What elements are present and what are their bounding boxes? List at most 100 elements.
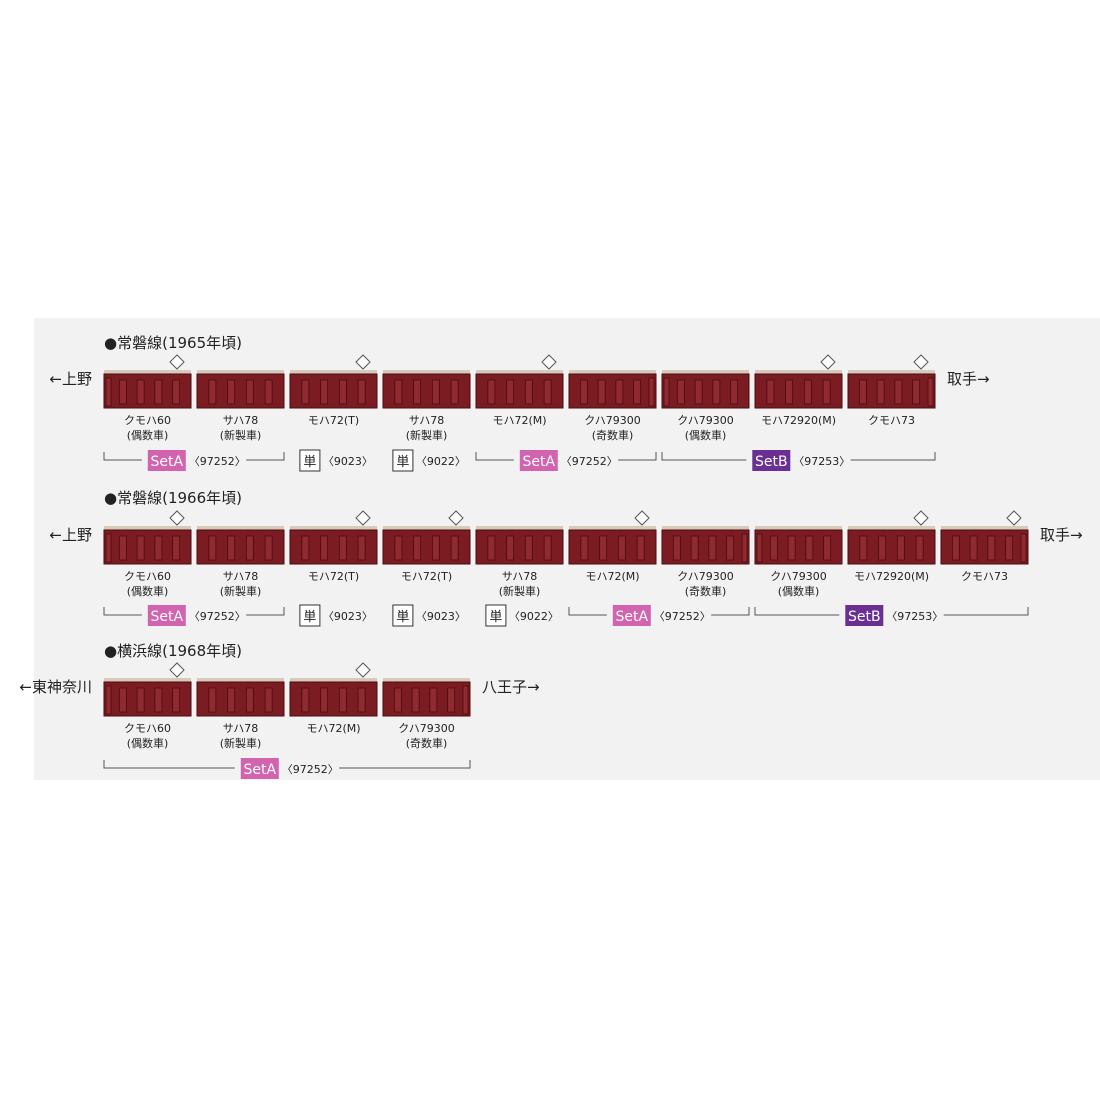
car-door	[245, 535, 254, 561]
product-group: 単〈9023〉	[299, 449, 373, 472]
car-name-label: クモハ60	[124, 722, 171, 735]
product-group: SetB〈97253〉	[661, 450, 936, 471]
car-door	[580, 535, 589, 561]
product-code-label: 〈9022〉	[509, 610, 559, 623]
cab-window	[663, 377, 670, 407]
car-door	[597, 379, 606, 405]
set-badge-label: SetA	[616, 609, 649, 625]
product-code-label: 〈97252〉	[189, 455, 246, 468]
cab-window	[105, 685, 112, 715]
product-code-label: 〈9023〉	[323, 610, 373, 623]
single-badge-label: 単	[303, 454, 316, 470]
car-door	[987, 535, 996, 561]
car-roof	[104, 526, 191, 530]
car-door	[823, 535, 832, 561]
product-group: SetA 〈97252〉	[103, 758, 471, 779]
train-car: サハ78(新製車)	[196, 678, 285, 750]
direction-right-label: 取手→	[947, 370, 990, 388]
set-bracket-right	[943, 607, 1029, 616]
car-door	[227, 379, 236, 405]
car-note-label: (新製車)	[499, 584, 541, 598]
car-note-label: (奇数車)	[685, 584, 727, 598]
car-door	[301, 687, 310, 713]
car-note-label: (偶数車)	[778, 584, 820, 598]
cab-window	[105, 377, 112, 407]
car-note-label: (偶数車)	[127, 736, 169, 750]
car-roof	[104, 370, 191, 374]
pantograph-icon	[913, 354, 929, 370]
car-name-label: クモハ73	[961, 570, 1008, 583]
car-door	[245, 687, 254, 713]
formation-2: ●常磐線(1966年頃)←上野クモハ60(偶数車)サハ78(新製車)モハ72(T…	[49, 489, 1083, 627]
product-group: SetA〈97252〉	[475, 450, 657, 471]
car-name-label: モハ72920(M)	[854, 570, 929, 583]
single-badge-label: 単	[489, 609, 502, 625]
car-name-label: サハ78	[502, 570, 538, 583]
car-name-label: クハ79300	[398, 722, 454, 735]
product-code-label: 〈97252〉	[282, 763, 339, 776]
set-bracket-right	[339, 760, 471, 769]
train-car: クモハ60(偶数車)	[103, 510, 192, 598]
pantograph-icon	[355, 510, 371, 526]
car-roof	[569, 526, 656, 530]
train-car: サハ78(新製車)	[196, 370, 285, 442]
pantograph-icon	[355, 662, 371, 678]
pantograph-icon	[634, 510, 650, 526]
car-door	[524, 379, 533, 405]
car-door	[264, 687, 273, 713]
car-door	[227, 535, 236, 561]
pantograph-icon	[820, 354, 836, 370]
car-name-label: クハ79300	[770, 570, 826, 583]
car-door	[118, 535, 127, 561]
car-roof	[290, 678, 377, 682]
product-code-label: 〈97253〉	[886, 610, 943, 623]
car-door	[690, 535, 699, 561]
car-door	[822, 379, 831, 405]
set-a-badge	[519, 450, 558, 471]
car-door	[227, 687, 236, 713]
car-door	[915, 535, 924, 561]
car-name-label: クハ79300	[584, 414, 640, 427]
car-note-label: (新製車)	[406, 428, 448, 442]
set-badge-label: SetA	[244, 762, 277, 778]
car-door	[951, 535, 960, 561]
train-car: クモハ73	[847, 354, 936, 427]
car-door	[1005, 535, 1014, 561]
product-group: SetA 〈97252〉	[103, 605, 285, 626]
product-code-label: 〈9023〉	[323, 455, 373, 468]
cab-window	[756, 533, 763, 563]
car-roof	[848, 370, 935, 374]
car-door	[357, 687, 366, 713]
car-door	[357, 535, 366, 561]
car-name-label: クモハ73	[868, 414, 915, 427]
set-bracket-left	[103, 452, 142, 461]
product-group: SetA 〈97252〉	[103, 450, 285, 471]
set-a-badge	[240, 758, 279, 779]
car-name-label: クモハ60	[124, 570, 171, 583]
car-roof	[197, 678, 284, 682]
car-door	[969, 535, 978, 561]
car-door	[136, 687, 145, 713]
car-roof	[104, 678, 191, 682]
car-door	[617, 535, 626, 561]
train-car: モハ72(T)	[382, 510, 471, 583]
direction-left-label: ←上野	[49, 370, 92, 388]
set-badge-label: SetA	[151, 454, 184, 470]
car-door	[338, 535, 347, 561]
car-door	[769, 535, 778, 561]
train-car: モハ72(T)	[289, 354, 378, 427]
car-door	[301, 535, 310, 561]
train-car: モハ72(M)	[568, 510, 657, 583]
car-roof	[755, 370, 842, 374]
set-bracket-left	[754, 607, 840, 616]
train-car: モハ72(T)	[289, 510, 378, 583]
car-door	[208, 379, 217, 405]
car-door	[136, 379, 145, 405]
car-door	[136, 535, 145, 561]
single-item-badge	[392, 604, 414, 627]
set-a-badge	[612, 605, 651, 626]
set-badge-label: SetA	[151, 609, 184, 625]
car-door	[487, 535, 496, 561]
pantograph-icon	[448, 510, 464, 526]
product-code-label: 〈97252〉	[189, 610, 246, 623]
